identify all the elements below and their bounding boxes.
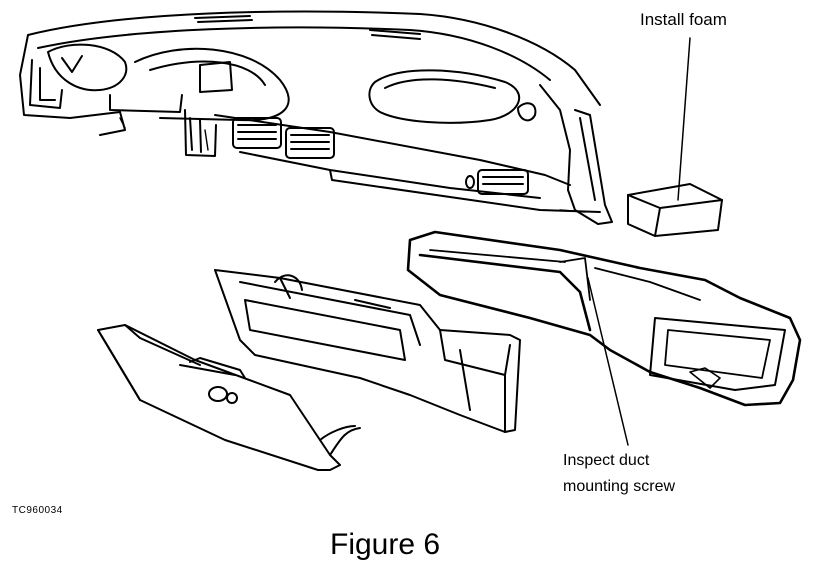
figure-caption: Figure 6 — [330, 528, 441, 561]
install-foam-callout: Install foam — [640, 10, 727, 29]
detail-marks — [119, 117, 586, 213]
foam-leader-line — [677, 37, 691, 201]
figure-code: TC960034 — [12, 505, 63, 516]
glovebox-door — [97, 324, 361, 471]
glovebox-housing — [214, 269, 521, 433]
inspect-duct-callout-line1: Inspect duct — [563, 452, 650, 469]
air-vents — [232, 117, 529, 195]
duct-leader-line — [587, 277, 629, 446]
inspect-duct-callout-line2: mounting screw — [563, 478, 676, 495]
foam-block — [627, 183, 723, 237]
dashboard-panel — [19, 10, 613, 225]
air-duct — [406, 230, 802, 407]
